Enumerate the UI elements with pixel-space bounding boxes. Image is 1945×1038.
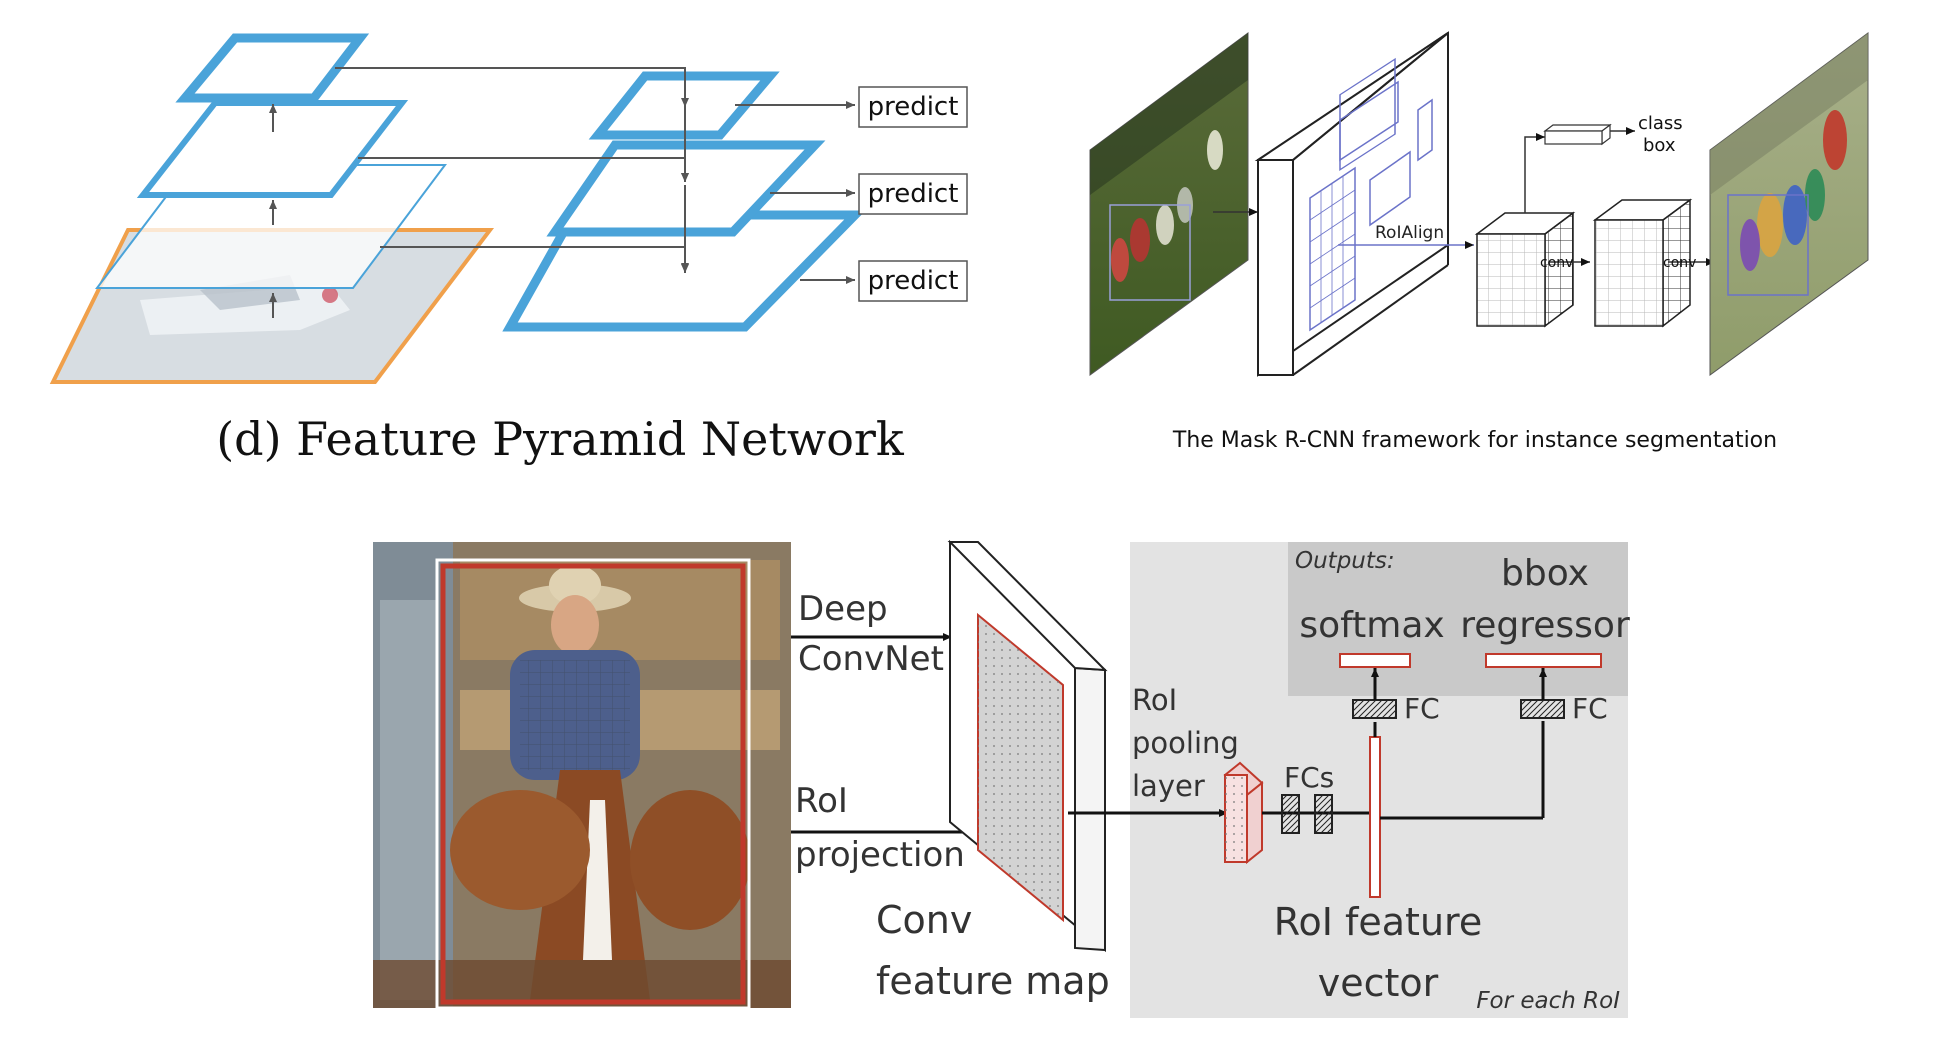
conv-feature-map xyxy=(947,539,1108,953)
roi-box-on-photo xyxy=(435,558,751,1010)
predict-label-1: predict xyxy=(868,92,959,122)
roi-feature-vector-label-1: RoI feature xyxy=(1274,900,1482,944)
fc-softmax-box xyxy=(1352,699,1397,719)
predict-box-1 xyxy=(858,86,968,128)
outputs-label: Outputs: xyxy=(1295,548,1395,574)
mask-rcnn-caption: The Mask R-CNN framework for instance se… xyxy=(1172,428,1777,453)
softmax-label: softmax xyxy=(1299,605,1444,646)
roi-pooling-label-3: layer xyxy=(1132,769,1205,803)
predict-box-3 xyxy=(858,260,968,302)
fpn-bottom-up-layer-2 xyxy=(136,100,409,198)
roi-projection-label-1: RoI xyxy=(795,781,848,821)
conv-label-2: conv xyxy=(1663,255,1696,271)
roi-box-red xyxy=(440,563,746,1005)
roialign-label: RoIAlign xyxy=(1375,223,1444,243)
for-each-roi-label: For each RoI xyxy=(1476,988,1620,1014)
class-label: class xyxy=(1638,113,1683,134)
roi-feature-block-1 xyxy=(1474,211,1576,328)
conv-label-1: conv xyxy=(1540,255,1573,271)
backbone-feature-map xyxy=(1254,31,1449,377)
fc-label-softmax: FC xyxy=(1404,692,1440,725)
fpn-bottom-up-layer-3 xyxy=(175,33,370,103)
roi-feature-vector-label-2: vector xyxy=(1318,961,1439,1005)
predict-box-2 xyxy=(858,173,968,215)
conv-feature-map-label-2: feature map xyxy=(876,959,1110,1003)
class-box-branch-arrow xyxy=(1524,133,1545,213)
bbox-regressor-label-2: regressor xyxy=(1460,605,1630,646)
fcs-label: FCs xyxy=(1284,761,1334,794)
fpn-lateral-arrow-1 xyxy=(335,67,689,107)
bbox-regressor-label-1: bbox xyxy=(1501,553,1589,594)
roi-feature-block-2 xyxy=(1592,198,1693,328)
deep-convnet-label-1: Deep xyxy=(798,589,888,629)
predict-label-2: predict xyxy=(868,179,959,209)
softmax-output-bar xyxy=(1339,653,1411,668)
fpn-diagram: predict predict predict (d) Feature Pyra… xyxy=(49,33,968,466)
mask-rcnn-diagram: RoIAlign class box conv conv xyxy=(1089,31,1869,453)
fc-layer-1 xyxy=(1281,794,1300,834)
roi-pooling-block xyxy=(1223,761,1264,865)
bbox-output-bar xyxy=(1485,653,1602,668)
box-label: box xyxy=(1643,135,1676,156)
mask-rcnn-input-image xyxy=(1089,32,1249,376)
predict-label-3: predict xyxy=(868,266,959,296)
class-box-head xyxy=(1543,123,1612,146)
roi-projection-label-2: projection xyxy=(795,835,965,875)
roi-pooling-label-2: pooling xyxy=(1132,726,1239,760)
roi-pooling-label-1: RoI xyxy=(1132,683,1177,717)
mask-rcnn-output-image xyxy=(1709,32,1869,376)
deep-convnet-label-2: ConvNet xyxy=(798,639,944,679)
fc-label-bbox: FC xyxy=(1572,692,1608,725)
fpn-caption: (d) Feature Pyramid Network xyxy=(216,412,905,466)
fc-bbox-box xyxy=(1520,699,1565,719)
outputs-panel xyxy=(1288,542,1628,696)
fast-rcnn-diagram: Deep ConvNet RoI projection Conv feature… xyxy=(373,539,1630,1018)
conv-feature-map-label-1: Conv xyxy=(876,898,972,942)
fc-layer-2 xyxy=(1314,794,1333,834)
roi-feature-vector xyxy=(1369,736,1381,898)
